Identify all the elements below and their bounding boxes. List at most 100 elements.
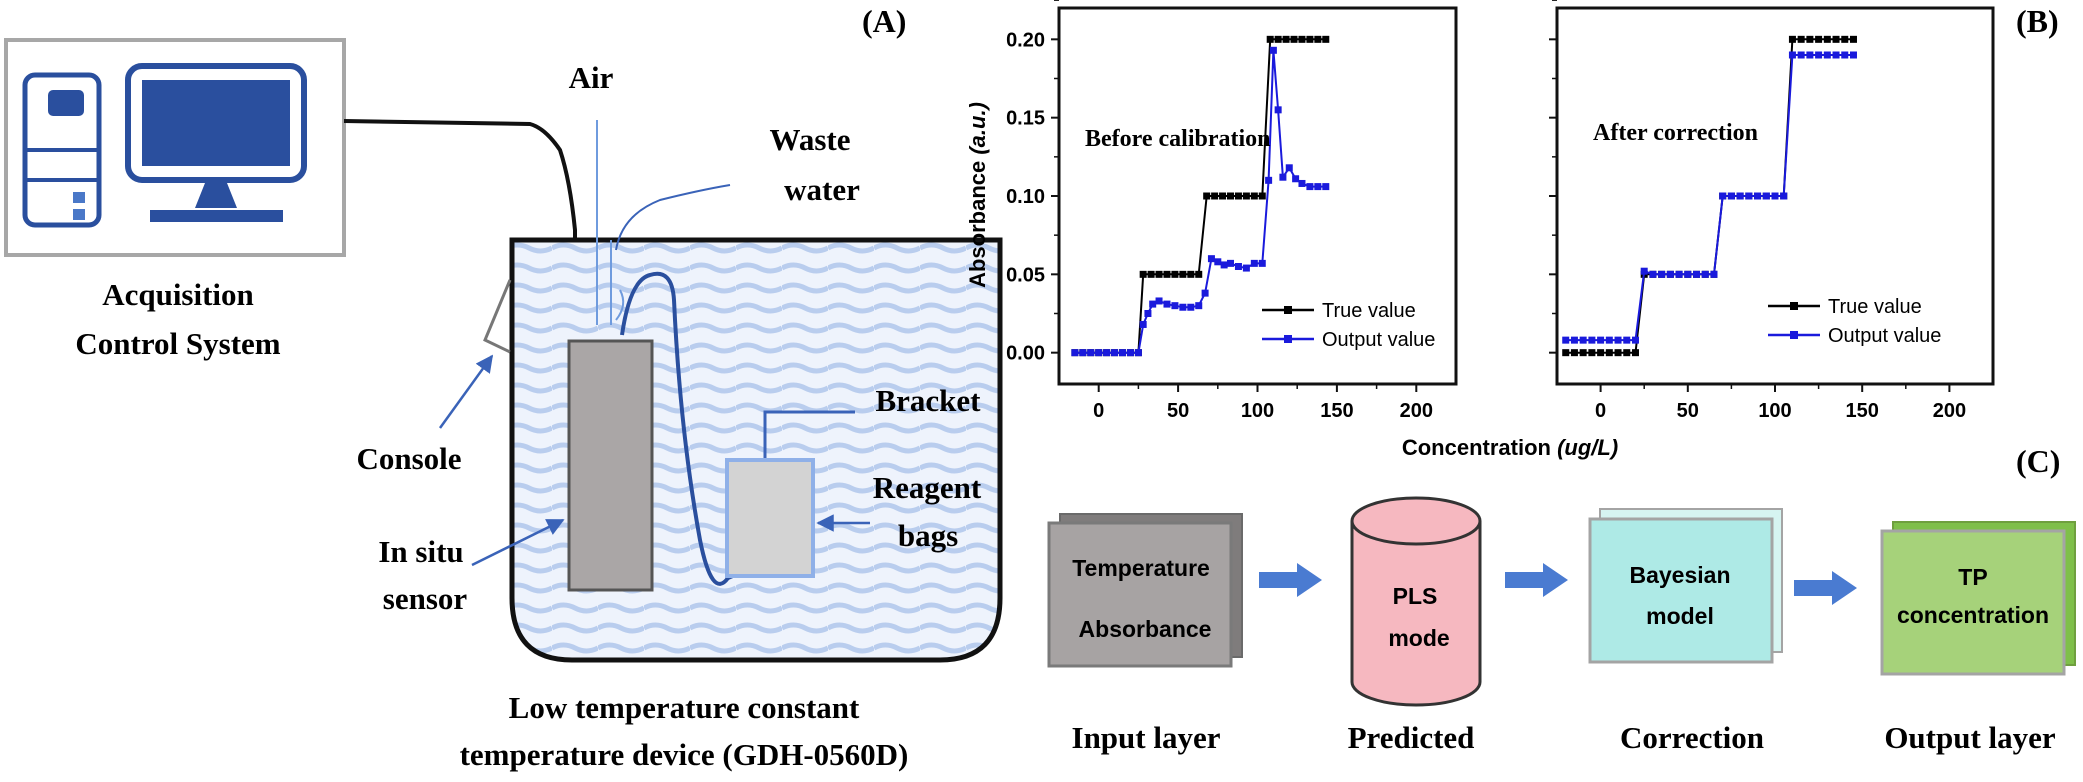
x-axis-label: Concentration (ug/L) bbox=[1402, 435, 1618, 460]
data-point-true bbox=[1274, 35, 1282, 43]
data-point-true bbox=[1250, 192, 1258, 200]
data-point-true bbox=[1588, 349, 1596, 357]
data-point-output bbox=[1588, 336, 1596, 344]
x-tick-label: 50 bbox=[1167, 400, 1189, 422]
data-point-output bbox=[1079, 349, 1087, 357]
tp-text-line2: concentration bbox=[1897, 602, 2049, 628]
data-point-output bbox=[1265, 176, 1273, 184]
data-point-output bbox=[1234, 263, 1242, 270]
data-point-true bbox=[1155, 270, 1163, 278]
data-point-output bbox=[1701, 270, 1709, 278]
data-point-true bbox=[1306, 35, 1314, 43]
data-point-output bbox=[1171, 302, 1179, 310]
x-axis-label-main: Concentration bbox=[1402, 435, 1557, 460]
data-point-true bbox=[1823, 35, 1831, 43]
data-point-output bbox=[1693, 270, 1701, 278]
data-point-output bbox=[1727, 192, 1735, 200]
data-point-output bbox=[1187, 303, 1195, 311]
data-point-output bbox=[1119, 349, 1127, 357]
x-tick-label: 0 bbox=[1093, 400, 1104, 422]
data-point-output bbox=[1649, 270, 1657, 278]
data-point-output bbox=[1087, 349, 1095, 357]
pls-cylinder bbox=[1350, 496, 1482, 707]
data-point-true bbox=[1314, 35, 1322, 43]
data-point-output bbox=[1201, 289, 1209, 297]
data-point-true bbox=[1203, 192, 1211, 200]
data-point-output bbox=[1285, 164, 1293, 172]
data-point-output bbox=[1849, 51, 1857, 59]
data-point-output bbox=[1745, 192, 1753, 200]
data-point-output bbox=[1806, 51, 1814, 59]
data-point-true bbox=[1282, 35, 1290, 43]
data-point-true bbox=[1266, 35, 1274, 43]
y-axis-label-main: Absorbance bbox=[965, 155, 990, 288]
data-point-output bbox=[1614, 336, 1622, 344]
tp-text-line1: TP bbox=[1958, 564, 1987, 590]
x-tick-label: 200 bbox=[1933, 400, 1966, 422]
data-point-output bbox=[1666, 270, 1674, 278]
data-point-true bbox=[1623, 349, 1631, 357]
data-point-output bbox=[1754, 192, 1762, 200]
chart-title: After correction bbox=[1593, 120, 1758, 146]
data-point-output bbox=[1658, 270, 1666, 278]
y-tick-label: 0.10 bbox=[1006, 186, 1045, 208]
data-point-output bbox=[1771, 192, 1779, 200]
data-point-output bbox=[1823, 51, 1831, 59]
console-bracket bbox=[483, 279, 512, 354]
data-point-true bbox=[1322, 35, 1330, 43]
data-point-output bbox=[1623, 336, 1631, 344]
legend-label: True value bbox=[1322, 300, 1416, 322]
data-point-output bbox=[1322, 183, 1330, 191]
data-point-output bbox=[1719, 192, 1727, 200]
data-point-output bbox=[1274, 106, 1282, 114]
data-point-output bbox=[1684, 270, 1692, 278]
sensor-label-line2: sensor bbox=[383, 581, 468, 616]
waste-label-line2: water bbox=[784, 172, 860, 207]
data-point-output bbox=[1195, 302, 1203, 310]
data-point-true bbox=[1570, 349, 1578, 357]
output-layer-label: Output layer bbox=[1884, 720, 2056, 755]
panel-c-tag: (C) bbox=[2016, 443, 2060, 479]
data-point-output bbox=[1214, 258, 1222, 266]
reagent-tube bbox=[620, 271, 743, 586]
data-point-output bbox=[1780, 192, 1788, 200]
data-point-output bbox=[1579, 336, 1587, 344]
data-point-output bbox=[1242, 264, 1250, 272]
waste-tube bbox=[615, 184, 731, 251]
chart-title: Before calibration bbox=[1085, 126, 1271, 152]
data-point-true bbox=[1195, 270, 1203, 278]
correction-label: Correction bbox=[1620, 720, 1764, 755]
data-point-output bbox=[1279, 173, 1287, 181]
data-point-true bbox=[1258, 192, 1266, 200]
bracket-label: Bracket bbox=[875, 383, 981, 418]
tp-box bbox=[1880, 521, 2076, 676]
data-point-output bbox=[1314, 183, 1322, 191]
data-point-true bbox=[1605, 349, 1613, 357]
x-tick-label: 150 bbox=[1320, 400, 1353, 422]
legend-marker bbox=[1284, 335, 1292, 343]
device-label-line2: temperature device (GDH-0560D) bbox=[460, 737, 909, 772]
data-point-true bbox=[1849, 35, 1857, 43]
bracket-rod bbox=[763, 410, 855, 462]
bayesian-text-line2: model bbox=[1646, 603, 1714, 629]
console-arrow bbox=[438, 354, 494, 429]
input-temperature-text: Temperature bbox=[1072, 555, 1210, 581]
data-point-output bbox=[1179, 303, 1187, 311]
x-tick-label: 150 bbox=[1846, 400, 1879, 422]
data-point-true bbox=[1234, 192, 1242, 200]
reagent-label-line2: bags bbox=[898, 518, 958, 553]
data-point-output bbox=[1298, 179, 1306, 187]
y-axis-label: Absorbance (a.u.) bbox=[965, 102, 990, 288]
data-point-output bbox=[1675, 270, 1683, 278]
data-point-true bbox=[1832, 35, 1840, 43]
input-layer-box bbox=[1047, 513, 1243, 668]
legend-marker bbox=[1284, 306, 1292, 314]
data-point-output bbox=[1149, 300, 1157, 308]
data-point-output bbox=[1269, 46, 1277, 54]
console-label: Console bbox=[356, 441, 461, 476]
data-point-true bbox=[1806, 35, 1814, 43]
data-point-true bbox=[1788, 35, 1796, 43]
pls-text-line1: PLS bbox=[1393, 583, 1438, 609]
data-point-true bbox=[1579, 349, 1587, 357]
flow-arrow-1 bbox=[1259, 563, 1322, 597]
